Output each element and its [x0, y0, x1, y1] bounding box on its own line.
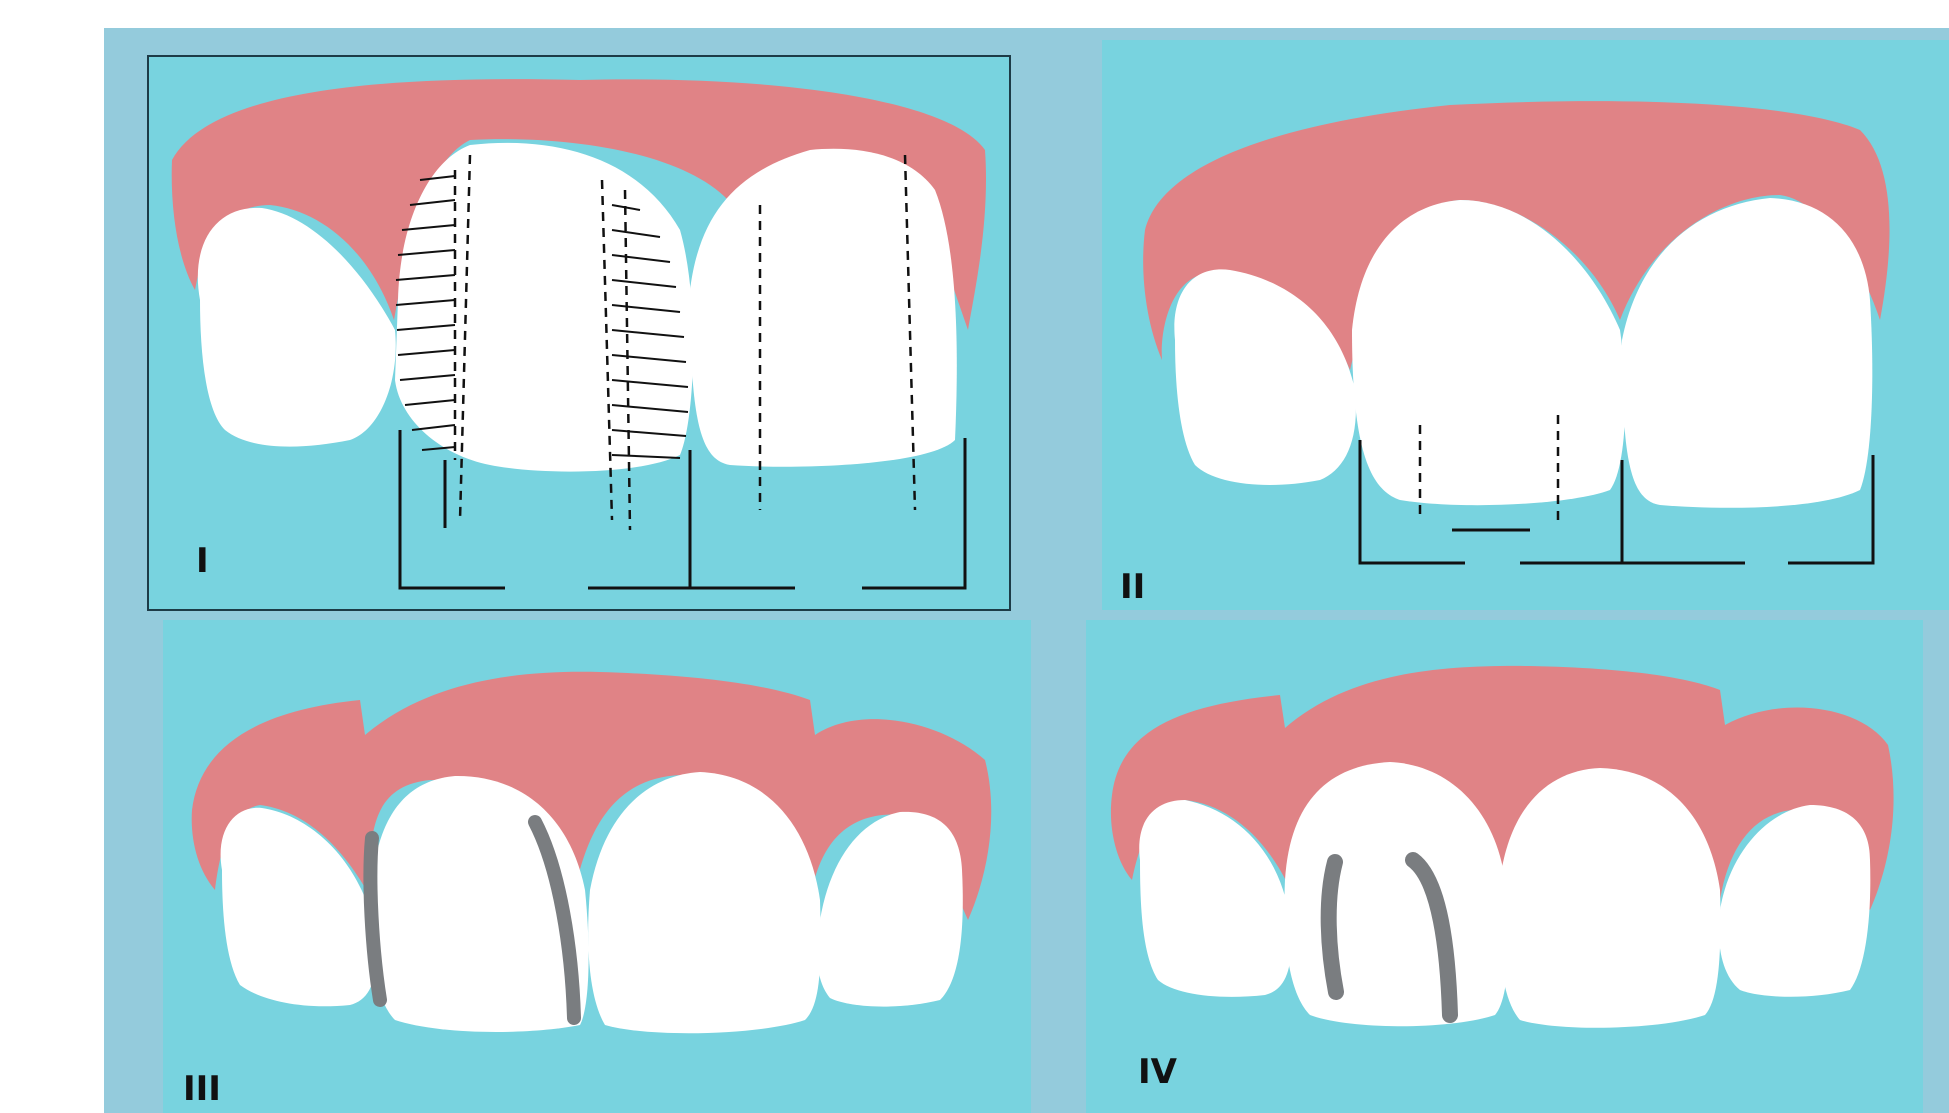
panel-i-central-incisor-left	[395, 143, 693, 472]
panel-i-label: I	[196, 541, 209, 581]
panel-ii: II	[1102, 40, 1949, 610]
panel-ii-label: II	[1120, 567, 1145, 607]
panel-iv-edge	[1923, 620, 1949, 1113]
panel-iv-label: IV	[1138, 1052, 1178, 1092]
panel-iv-marker-left	[1329, 862, 1336, 992]
panel-iv: IV	[1086, 620, 1949, 1113]
panel-i-central-incisor-right	[690, 149, 957, 467]
panel-iii: III	[163, 620, 1031, 1113]
panel-i: I	[148, 56, 1010, 610]
panel-iii-label: III	[183, 1069, 221, 1109]
